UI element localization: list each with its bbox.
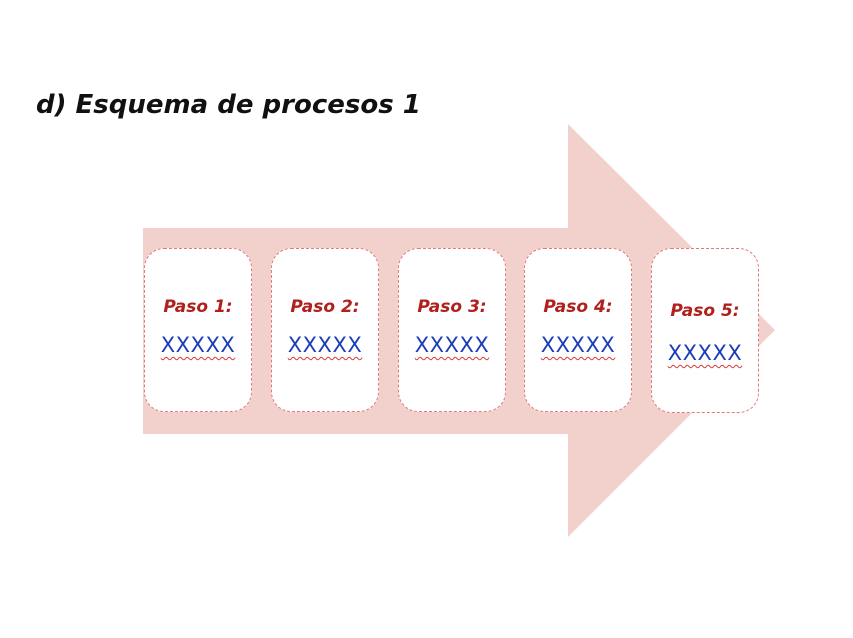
- step-box-5: Paso 5: XXXXX: [651, 248, 759, 413]
- step-value: XXXXX: [287, 333, 363, 357]
- step-value: XXXXX: [414, 333, 490, 357]
- step-value: XXXXX: [160, 333, 236, 357]
- page-title: d) Esquema de procesos 1: [36, 90, 421, 120]
- step-label: Paso 4:: [543, 297, 613, 317]
- step-label: Paso 1:: [163, 297, 233, 317]
- step-label: Paso 2:: [290, 297, 360, 317]
- step-value: XXXXX: [540, 333, 616, 357]
- step-box-4: Paso 4: XXXXX: [524, 248, 632, 412]
- step-label: Paso 5:: [670, 301, 740, 321]
- step-box-2: Paso 2: XXXXX: [271, 248, 379, 412]
- step-box-1: Paso 1: XXXXX: [144, 248, 252, 412]
- step-label: Paso 3:: [417, 297, 487, 317]
- step-value: XXXXX: [667, 341, 743, 365]
- step-box-3: Paso 3: XXXXX: [398, 248, 506, 412]
